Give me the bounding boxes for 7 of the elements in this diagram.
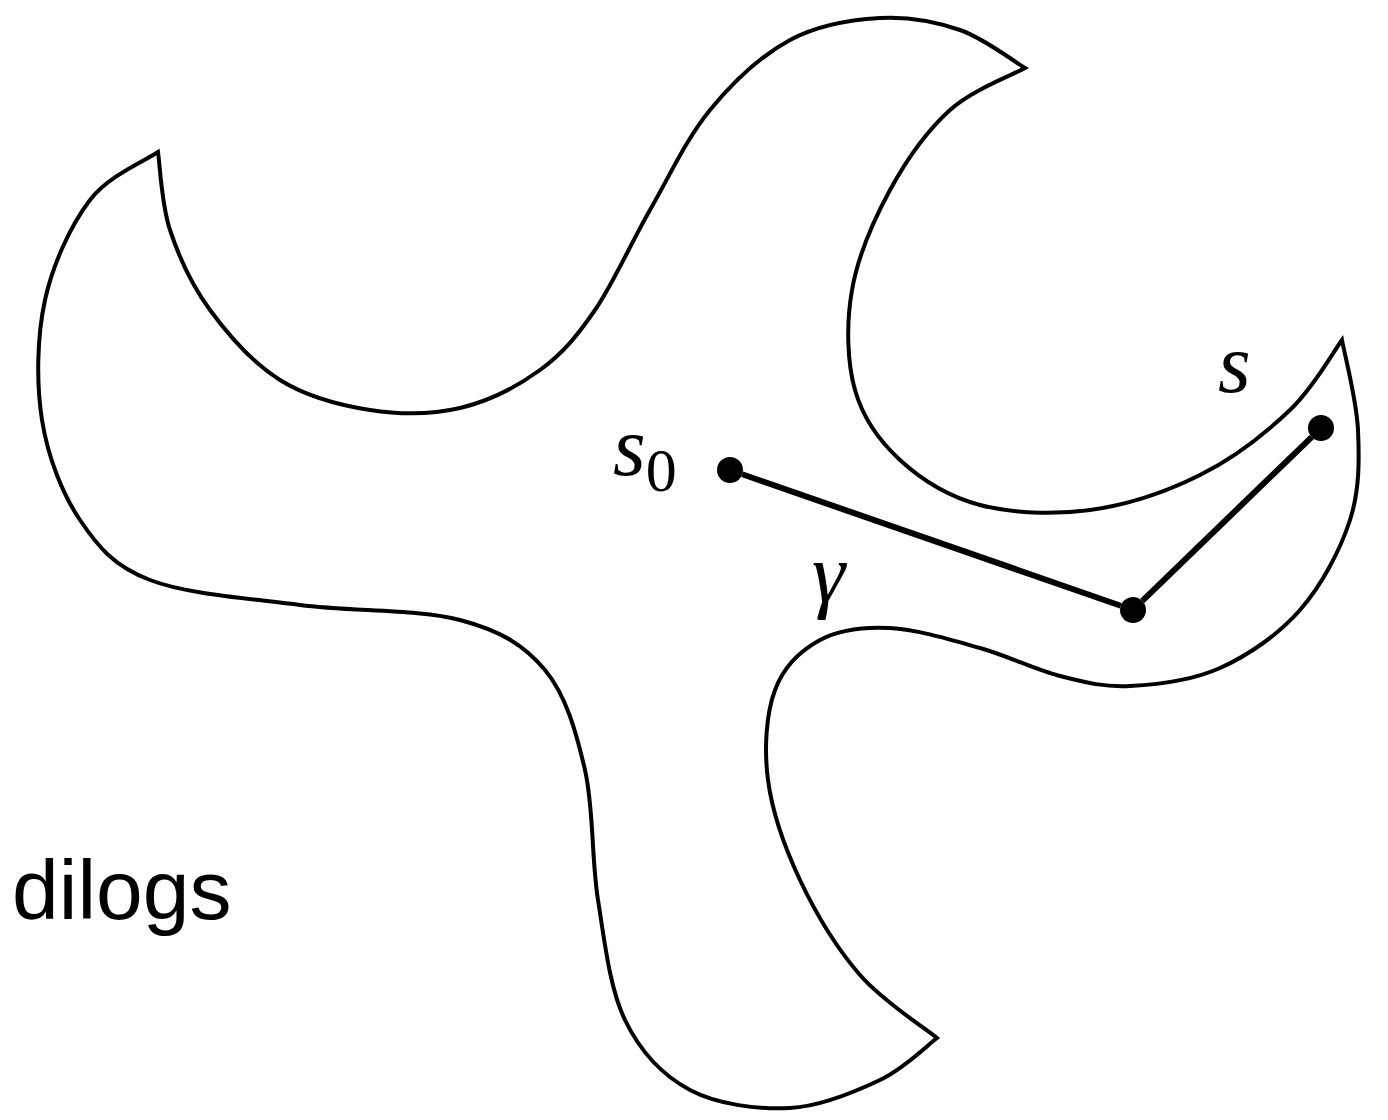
point-label: s — [1218, 322, 1251, 406]
path-line — [1140, 434, 1314, 604]
point-dot — [1308, 415, 1334, 441]
path-line — [741, 471, 1122, 609]
point-dot — [717, 457, 743, 483]
point-dot — [1120, 597, 1146, 623]
point-label: s$_{0}$ — [613, 405, 677, 501]
